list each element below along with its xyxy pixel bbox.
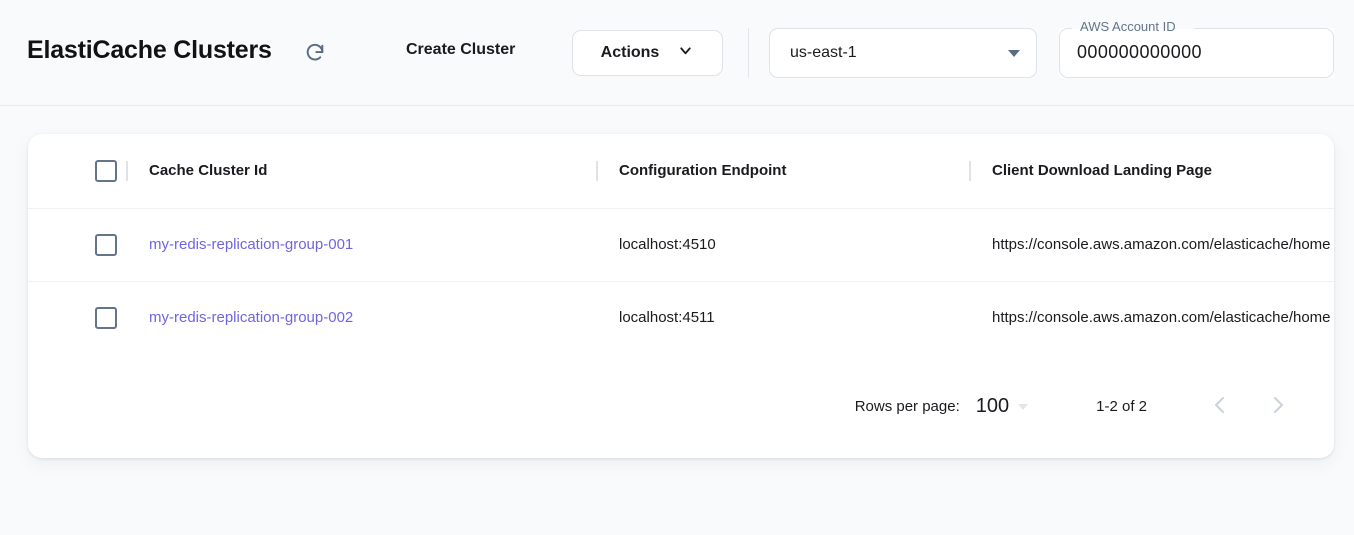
triangle-down-icon [1008,49,1020,57]
top-toolbar: ElastiCache Clusters Create Cluster Acti… [0,0,1354,106]
pagination-range-label: 1-2 of 2 [1096,398,1147,415]
cell-cluster-id: my-redis-replication-group-001 [126,208,596,281]
table-row[interactable]: my-redis-replication-group-001 localhost… [28,208,1334,281]
cell-cluster-id: my-redis-replication-group-002 [126,281,596,354]
landing-page-value: https://console.aws.amazon.com/elasticac… [992,308,1331,326]
column-header-cluster-id[interactable]: Cache Cluster Id [126,134,596,208]
actions-button-label: Actions [600,44,660,61]
column-header-landing-page[interactable]: Client Download Landing Page [969,134,1334,208]
cell-config-endpoint: localhost:4510 [596,208,969,281]
create-cluster-button[interactable]: Create Cluster [406,41,516,58]
chevron-left-icon [1208,393,1232,420]
page-title: ElastiCache Clusters [27,36,272,64]
landing-page-value: https://console.aws.amazon.com/elasticac… [992,235,1331,253]
column-separator [126,160,128,181]
toolbar-divider [748,28,749,78]
config-endpoint-value: localhost:4511 [619,308,715,326]
cell-config-endpoint: localhost:4511 [596,281,969,354]
refresh-icon [304,42,326,67]
row-checkbox-cell [28,281,126,354]
chevron-down-icon [677,42,694,64]
field-notch [1072,27,1194,29]
actions-button[interactable]: Actions [572,30,723,76]
row-checkbox[interactable] [95,233,117,256]
next-page-button[interactable] [1260,389,1296,425]
clusters-card: Cache Cluster Id Configuration Endpoint … [28,134,1334,458]
pagination-bar: Rows per page: 100 1-2 of 2 [28,355,1334,458]
chevron-right-icon [1266,393,1290,420]
rows-per-page-label: Rows per page: [854,398,960,415]
row-checkbox-cell [28,208,126,281]
row-checkbox[interactable] [95,306,117,329]
config-endpoint-value: localhost:4510 [619,235,716,253]
column-header-config-endpoint[interactable]: Configuration Endpoint [596,134,969,208]
cell-landing-page: https://console.aws.amazon.com/elasticac… [969,281,1334,354]
column-header-label: Client Download Landing Page [992,162,1213,180]
cell-landing-page: https://console.aws.amazon.com/elasticac… [969,208,1334,281]
column-header-label: Configuration Endpoint [619,162,787,180]
aws-account-id-input[interactable] [1077,42,1317,63]
region-select-value: us-east-1 [790,44,857,61]
table-row[interactable]: my-redis-replication-group-002 localhost… [28,281,1334,354]
column-header-label: Cache Cluster Id [149,162,268,180]
refresh-button[interactable] [302,41,328,67]
region-select[interactable]: us-east-1 [769,28,1037,78]
column-separator [596,160,598,181]
table-body: my-redis-replication-group-001 localhost… [28,208,1334,354]
rows-per-page-select[interactable]: 100 [975,395,1029,418]
rows-per-page-value: 100 [975,395,1010,417]
aws-account-id-label: AWS Account ID [1080,19,1176,34]
column-separator [969,160,971,181]
clusters-table: Cache Cluster Id Configuration Endpoint … [28,134,1334,354]
table-head: Cache Cluster Id Configuration Endpoint … [28,134,1334,208]
select-all-checkbox[interactable] [95,159,117,182]
previous-page-button[interactable] [1202,389,1238,425]
triangle-down-icon [1018,403,1029,410]
cluster-id-link[interactable]: my-redis-replication-group-002 [149,308,354,326]
table-header-row: Cache Cluster Id Configuration Endpoint … [28,134,1334,208]
cluster-id-link[interactable]: my-redis-replication-group-001 [149,235,354,253]
select-all-cell [28,134,126,208]
aws-account-id-field[interactable]: AWS Account ID [1059,19,1334,78]
